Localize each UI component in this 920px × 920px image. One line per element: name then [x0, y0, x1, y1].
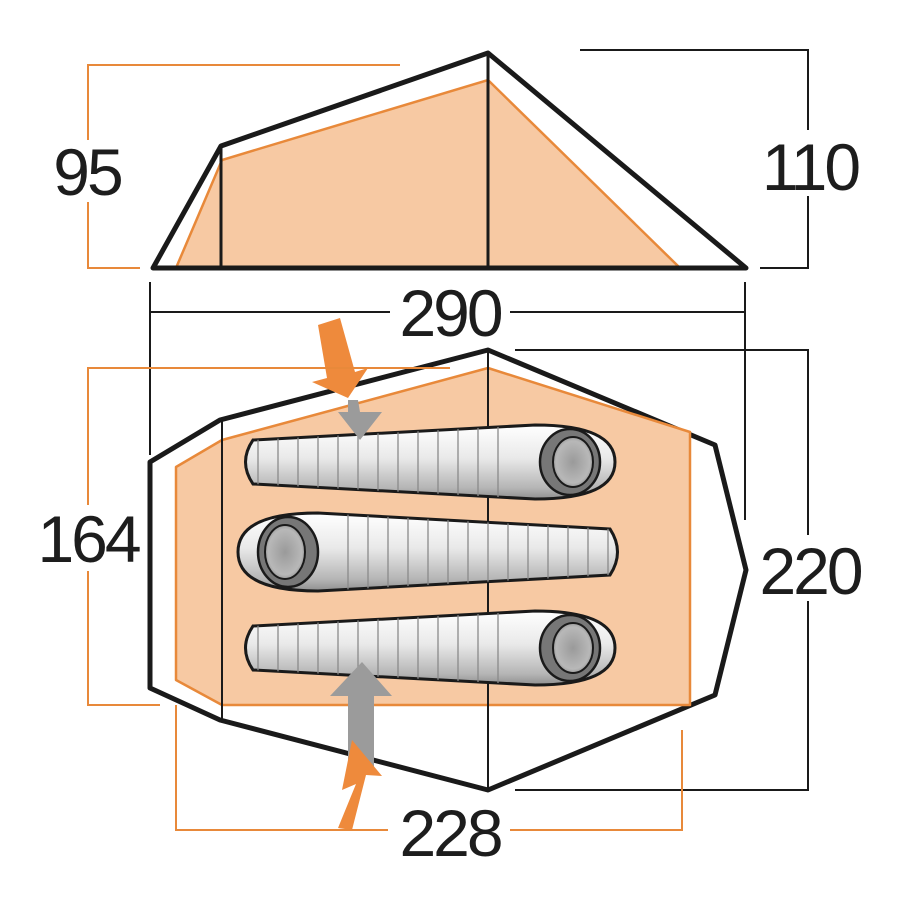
entrance-arrow-icon	[338, 740, 382, 830]
outer-height-label: 110	[762, 130, 860, 204]
sleeping-bag-hood-opening	[552, 622, 594, 674]
inner-length-dimension: 228	[175, 705, 683, 870]
outer-width-dimension: 220	[515, 349, 868, 791]
outer-width-label: 220	[759, 534, 861, 608]
sleeping-bag-icon	[236, 511, 619, 593]
entrance-arrow-grey-bottom	[330, 662, 392, 768]
outer-height-dimension: 110	[580, 49, 865, 269]
entrance-arrow-grey-top	[338, 400, 382, 440]
sleeping-bag-icon	[244, 423, 617, 501]
entrance-arrow-top	[312, 318, 382, 440]
tent-side-view-icon	[150, 50, 749, 271]
sleeping-bag-hood-opening	[552, 436, 594, 488]
outer-length-label: 290	[399, 276, 501, 350]
sleeping-bag-hood-opening	[264, 524, 306, 580]
inner-height-dimension: 95	[40, 64, 400, 269]
entrance-arrow-bottom	[330, 662, 392, 830]
sleeping-bags	[236, 423, 619, 687]
sleeping-bag-baffles	[257, 425, 499, 499]
sleeping-bag-icon	[244, 609, 617, 687]
inner-width-dimension: 164	[30, 367, 450, 706]
inner-width-label: 164	[37, 502, 139, 576]
inner-tent-side	[174, 78, 684, 270]
sleeping-bag-baffles	[257, 611, 499, 685]
inner-length-label: 228	[399, 796, 500, 870]
sleeping-bag-baffles	[347, 513, 609, 591]
entrance-arrow-icon	[312, 318, 368, 398]
inner-height-label: 95	[53, 135, 121, 209]
